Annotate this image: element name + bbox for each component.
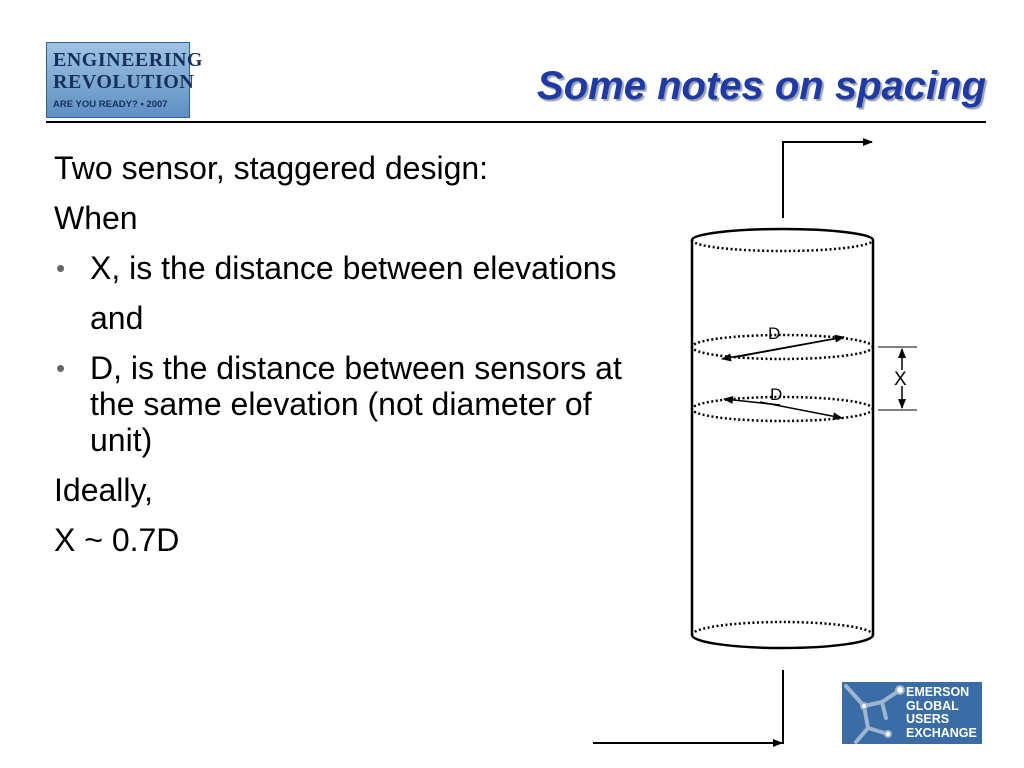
logo-line-2: REVOLUTION bbox=[53, 71, 195, 93]
bullet-dot: • bbox=[56, 353, 66, 383]
vessel-top-cap-dotted bbox=[690, 239, 875, 253]
bullet-text-x: X, is the distance between elevations bbox=[90, 250, 617, 286]
title-divider bbox=[46, 121, 986, 123]
bottom-inlet-pipe bbox=[593, 670, 784, 744]
bullet-text-d: D, is the distance between sensors at th… bbox=[90, 350, 622, 458]
label-d-upper: D bbox=[768, 324, 780, 343]
logo-line-1: ENGINEERING bbox=[53, 49, 203, 71]
slide-title: Some notes on spacing bbox=[537, 64, 986, 108]
lower-d-arrow-back bbox=[723, 395, 781, 406]
formula-line: X ~ 0.7D bbox=[54, 522, 180, 558]
logo-line-global: GLOBAL bbox=[906, 698, 959, 713]
top-outlet-pipe bbox=[782, 138, 873, 218]
logo-line-emerson: EMERSON bbox=[906, 685, 970, 699]
upper-d-arrow-back bbox=[721, 336, 845, 362]
intro-line: Two sensor, staggered design: bbox=[54, 150, 489, 186]
when-line: When bbox=[54, 200, 138, 236]
vessel-top-cap bbox=[690, 227, 875, 241]
ideally-line: Ideally, bbox=[54, 472, 154, 508]
logo-text: EMERSON GLOBAL USERS EXCHANGE bbox=[906, 685, 977, 740]
logo-line-exchange: EXCHANGE bbox=[906, 725, 977, 740]
label-d-lower: D bbox=[770, 385, 782, 404]
vessel-bottom-cap-dotted bbox=[690, 620, 875, 636]
bullet-dot: • bbox=[56, 253, 66, 283]
upper-elevation-ring bbox=[690, 333, 875, 361]
label-x: X bbox=[894, 369, 907, 390]
logo-tagline: ARE YOU READY? • 2007 bbox=[53, 99, 168, 110]
vessel-diagram: D D X bbox=[593, 138, 917, 747]
engineering-revolution-logo: ENGINEERING REVOLUTION ARE YOU READY? • … bbox=[46, 42, 202, 118]
and-line: and bbox=[90, 300, 144, 336]
vessel-bottom-cap bbox=[690, 634, 875, 650]
bullet-item-x: • X, is the distance between elevations bbox=[54, 250, 654, 286]
slide-body: Two sensor, staggered design: When • X, … bbox=[54, 150, 654, 558]
bullet-item-d: • D, is the distance between sensors at … bbox=[54, 350, 654, 458]
emerson-global-users-exchange-logo: EMERSON GLOBAL USERS EXCHANGE bbox=[842, 682, 982, 744]
lower-elevation-ring bbox=[690, 395, 875, 423]
logo-line-users: USERS bbox=[906, 712, 950, 726]
network-graphic-icon bbox=[844, 684, 905, 744]
